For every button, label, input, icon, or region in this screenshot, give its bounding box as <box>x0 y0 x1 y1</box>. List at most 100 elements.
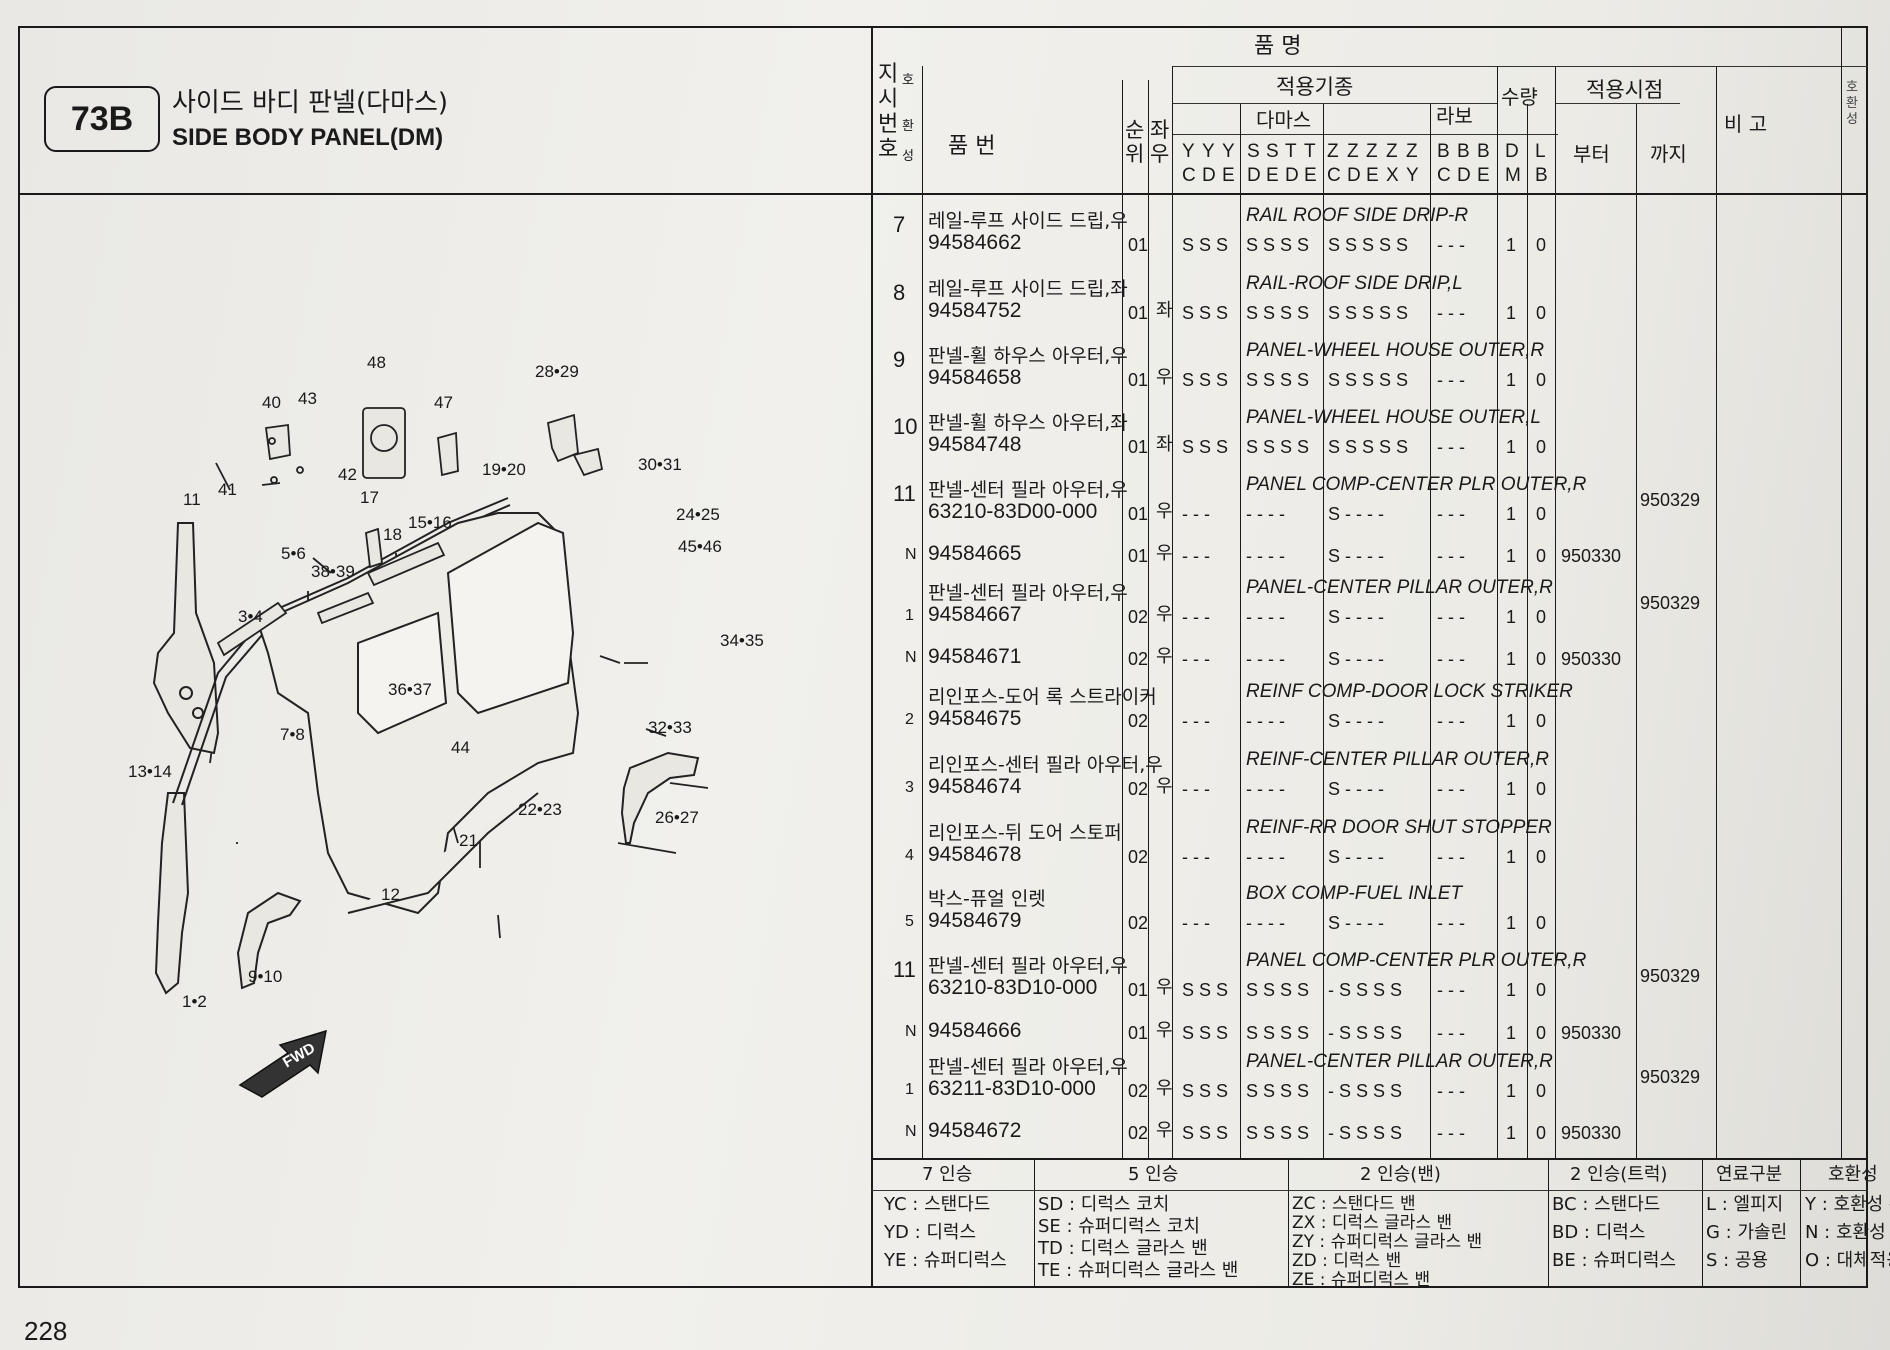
section-title-en: SIDE BODY PANEL(DM) <box>172 124 444 151</box>
row-part-number: 94584665 <box>928 542 1022 565</box>
col-l <box>1527 104 1528 1158</box>
model-code-letter: T <box>1285 141 1297 162</box>
model-code-letter: D <box>1247 165 1261 186</box>
row-qty-l: 0 <box>1536 437 1547 457</box>
header-divider-right <box>871 193 1868 195</box>
row-sstt: S S S S <box>1246 980 1310 1000</box>
legend-col-divider <box>1288 1158 1289 1288</box>
row-sstt: S S S S <box>1246 1123 1310 1143</box>
model-code-letter: D <box>1202 165 1216 186</box>
row-part-number: 94584666 <box>928 1019 1022 1042</box>
row-sstt: S S S S <box>1246 303 1310 323</box>
model-code-letter: D <box>1285 165 1299 186</box>
row-name-kr: 리인포스-뒤 도어 스토퍼 <box>928 822 1122 844</box>
row-part-number: 94584752 <box>928 299 1022 322</box>
col-lr <box>1148 80 1149 1158</box>
legend-title: 2 인승(트럭) <box>1570 1164 1668 1185</box>
row-sstt: - - - - <box>1246 607 1285 627</box>
legend-item: L : 엘피지 <box>1706 1194 1784 1215</box>
row-yyy: S S S <box>1182 1123 1229 1143</box>
row-name-kr: 박스-퓨얼 인렛 <box>928 888 1046 910</box>
hdr-bigo: 비 고 <box>1724 112 1768 136</box>
section-title-kr: 사이드 바디 판넬(다마스) <box>172 88 449 118</box>
diagram-callout-label: 45•46 <box>678 537 722 556</box>
row-name-kr: 판넬-휠 하우스 아우터,좌 <box>928 412 1128 434</box>
hdr-hwan: 환 <box>902 119 914 134</box>
row-bbb: - - - <box>1437 779 1465 799</box>
diagram-callout-label: 30•31 <box>638 455 682 474</box>
row-bbb: - - - <box>1437 1123 1465 1143</box>
row-ref: 11 <box>893 481 916 506</box>
row-to: 950329 <box>1640 966 1701 986</box>
front-pillar-part <box>152 522 220 755</box>
row-part-number: 63211-83D10-000 <box>928 1077 1096 1100</box>
legend-item: G : 가솔린 <box>1706 1222 1788 1243</box>
legend-col-divider <box>1702 1158 1703 1288</box>
diagram-callout-label: 1•2 <box>182 992 207 1011</box>
row-name-en: PANEL COMP-CENTER PLR OUTER,R <box>1246 474 1587 495</box>
row-qty-l: 0 <box>1536 303 1547 323</box>
row-lr: 우 <box>1156 1078 1173 1099</box>
legend-item: ZX : 디럭스 글라스 밴 <box>1292 1213 1453 1233</box>
fwd-arrow-icon <box>238 1029 327 1098</box>
model-code-letter: D <box>1347 165 1361 186</box>
row-lr: 좌 <box>1156 300 1173 321</box>
diagram-callout-label: 28•29 <box>535 362 579 381</box>
row-lr: 우 <box>1156 776 1173 797</box>
legend-item: TD : 디럭스 글라스 밴 <box>1038 1238 1208 1259</box>
row-qty-l: 0 <box>1536 235 1547 255</box>
diagram-callout-label: 42 <box>338 465 357 484</box>
diagram-callout-label: 38•39 <box>311 562 355 581</box>
row-seq: 02 <box>1128 607 1149 627</box>
model-code-letter: Z <box>1347 141 1359 162</box>
row-qty-d: 1 <box>1506 711 1517 731</box>
model-code-letter: X <box>1386 165 1399 186</box>
row-part-number: 94584671 <box>928 645 1022 668</box>
row-name-kr: 판넬-휠 하우스 아우터,우 <box>928 345 1128 367</box>
row-part-number: 63210-83D10-000 <box>928 976 1098 999</box>
row-yyy: - - - <box>1182 847 1210 867</box>
row-seq: 01 <box>1128 370 1149 390</box>
row-part-number: 63210-83D00-000 <box>928 500 1098 523</box>
col-to <box>1636 104 1637 1158</box>
col-zz <box>1323 104 1324 1158</box>
legend-item: BE : 슈퍼디럭스 <box>1552 1250 1677 1271</box>
legend-item: SD : 디럭스 코치 <box>1038 1194 1170 1215</box>
row-part-number: 94584658 <box>928 366 1022 389</box>
row-ref: 8 <box>893 280 906 305</box>
row-qty-l: 0 <box>1536 649 1547 669</box>
row-qty-d: 1 <box>1506 1081 1517 1101</box>
row-yyy: - - - <box>1182 504 1210 524</box>
row-bbb: - - - <box>1437 913 1465 933</box>
row-sstt: - - - - <box>1246 779 1285 799</box>
row-zzzzz: - S S S S <box>1328 1023 1403 1043</box>
model-code-letter: Y <box>1202 141 1215 162</box>
row-name-en: PANEL COMP-CENTER PLR OUTER,R <box>1246 950 1587 971</box>
row-lr: 우 <box>1156 543 1173 564</box>
col-sstt <box>1240 104 1241 1158</box>
row-name-en: PANEL-CENTER PILLAR OUTER,R <box>1246 1051 1553 1072</box>
hdr-jeokyong-gijong: 적용기종 <box>1276 75 1354 99</box>
row-qty-d: 1 <box>1506 1123 1517 1143</box>
model-code-letter: C <box>1182 165 1196 186</box>
row-yyy: S S S <box>1182 1081 1229 1101</box>
row-seq: 01 <box>1128 980 1149 1000</box>
model-code-letter: L <box>1535 141 1546 162</box>
row-from: 950330 <box>1561 1023 1622 1043</box>
row-qty-d: 1 <box>1506 607 1517 627</box>
legend-item: BD : 디럭스 <box>1552 1222 1646 1243</box>
diagram-callout-label: 19•20 <box>482 460 526 479</box>
row-zzzzz: S - - - - <box>1328 711 1384 731</box>
row-lr: 우 <box>1156 604 1173 625</box>
model-code-letter: T <box>1304 141 1316 162</box>
model-code-letter: M <box>1505 165 1521 186</box>
hdr-seong: 성 <box>902 149 914 164</box>
row-yyy: S S S <box>1182 437 1229 457</box>
row-part-number: 94584672 <box>928 1119 1022 1142</box>
row-yyy: S S S <box>1182 370 1229 390</box>
row-lr: 우 <box>1156 367 1173 388</box>
legend-col-divider <box>1548 1158 1549 1288</box>
legend-title: 호환성 <box>1828 1164 1878 1185</box>
row-qty-l: 0 <box>1536 779 1547 799</box>
